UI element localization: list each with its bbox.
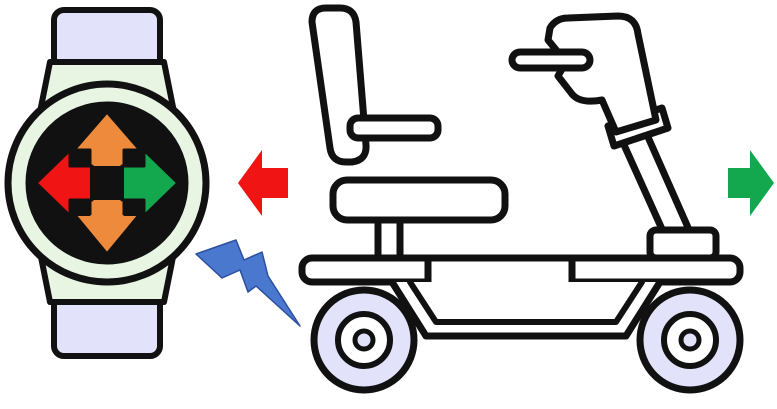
steering-column: [616, 124, 694, 242]
four-way-arrow-icon: [34, 110, 180, 256]
red-arrow-left-icon: [238, 150, 288, 216]
joystick-notch-tl: [70, 150, 90, 166]
rear-wheel: [310, 286, 418, 394]
joystick-notch-br: [124, 200, 144, 216]
joystick-notch-bl: [70, 200, 90, 216]
smartwatch-icon: [4, 7, 210, 359]
seat-cushion: [329, 176, 509, 224]
scooter-chassis: [388, 278, 664, 340]
handlebar-grip: [508, 48, 594, 72]
green-arrow-right-icon: [728, 150, 774, 216]
mobility-scooter-icon: [298, 4, 744, 394]
front-fork-block: [646, 226, 720, 262]
front-wheel: [636, 286, 744, 394]
joystick-notch-tr: [124, 150, 144, 166]
joystick-center: [90, 166, 124, 200]
lightning-bolt-icon: [195, 239, 301, 327]
scooter-chassis-inner: [407, 279, 645, 325]
tiller-head: [544, 12, 660, 136]
seat-armrest: [346, 114, 442, 142]
